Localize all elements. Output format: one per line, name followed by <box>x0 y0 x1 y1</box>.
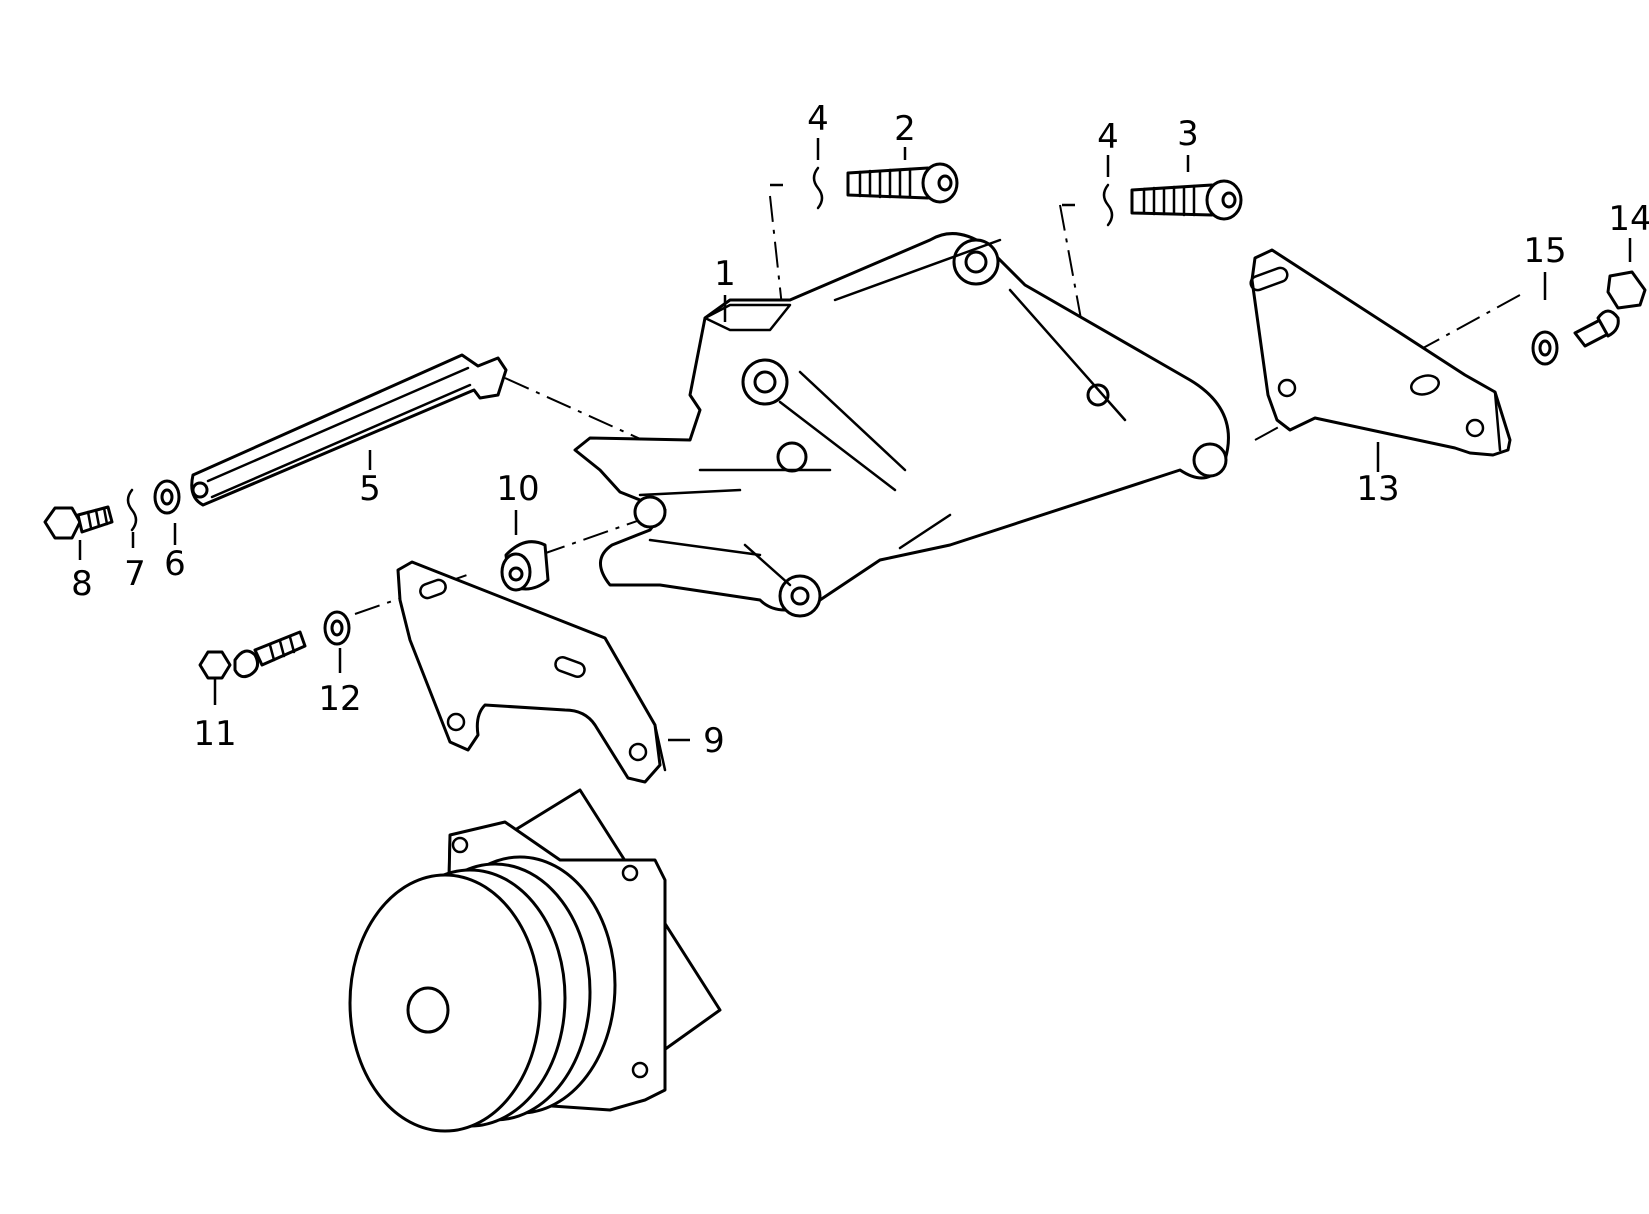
leader-lines <box>78 138 1632 742</box>
callout-5: 5 <box>359 469 381 509</box>
ac-compressor <box>348 788 722 1133</box>
washers <box>153 330 1559 646</box>
callout-13: 13 <box>1356 469 1399 509</box>
front-plate <box>396 560 667 784</box>
callout-15: 15 <box>1523 231 1566 271</box>
callout-11: 11 <box>193 714 236 754</box>
spacer-bushing <box>500 540 550 592</box>
callout-8: 8 <box>71 564 93 604</box>
callout-4-left: 4 <box>807 99 829 139</box>
rear-plate <box>1249 248 1512 457</box>
callout-7: 7 <box>124 554 146 594</box>
callout-3: 3 <box>1177 114 1199 154</box>
callout-6: 6 <box>164 544 186 584</box>
callouts: 1 2 3 4 4 5 6 7 8 9 10 11 12 13 14 15 <box>71 99 1649 761</box>
spring-washers <box>126 166 1114 532</box>
callout-2: 2 <box>894 109 916 149</box>
mounting-bracket <box>573 232 1230 618</box>
callout-14: 14 <box>1608 199 1649 239</box>
cap-screw-3 <box>1130 179 1243 221</box>
hex-bolt-11 <box>198 630 307 680</box>
callout-10: 10 <box>496 469 539 509</box>
tension-rod <box>190 353 508 507</box>
hex-bolt-8 <box>43 505 114 540</box>
callout-4-right: 4 <box>1097 117 1119 157</box>
callout-12: 12 <box>318 679 361 719</box>
callout-9: 9 <box>703 721 725 761</box>
cap-screw-2 <box>846 162 959 204</box>
callout-1: 1 <box>714 254 736 294</box>
hex-bolt-14 <box>1573 270 1647 348</box>
